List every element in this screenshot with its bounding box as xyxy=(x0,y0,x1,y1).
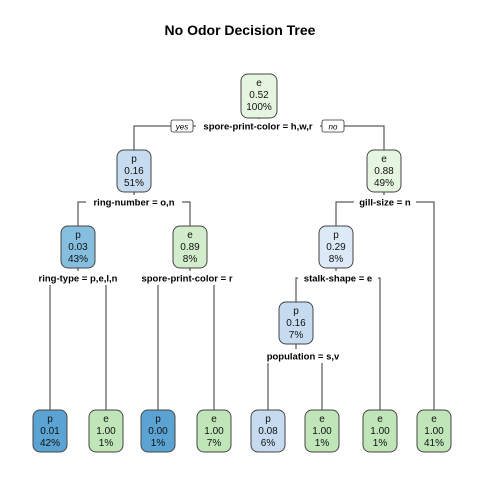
node-prob: 0.01 xyxy=(40,426,60,437)
node-pct: 8% xyxy=(329,254,344,265)
node-class: p xyxy=(265,414,271,425)
tree-node: e 0.89 8% xyxy=(172,225,208,269)
node-prob: 0.08 xyxy=(258,426,278,437)
split-s1: spore-print-color = h,w,r xyxy=(196,119,320,133)
node-prob: 0.16 xyxy=(124,166,144,177)
split-s3: gill-size = n xyxy=(354,195,416,209)
node-prob: 0.03 xyxy=(68,242,88,253)
node-prob: 0.88 xyxy=(374,166,394,177)
node-class: p xyxy=(155,414,161,425)
tree-node: e 0.52 100% xyxy=(240,73,278,119)
node-prob: 1.00 xyxy=(312,426,332,437)
node-pct: 7% xyxy=(207,438,222,449)
node-pct: 1% xyxy=(151,438,166,449)
tree-node: p 0.16 51% xyxy=(116,149,152,193)
node-class: e xyxy=(256,78,262,89)
split-label-s5: spore-print-color = r xyxy=(141,274,232,285)
node-pct: 100% xyxy=(246,102,272,113)
split-label-s7: population = s,v xyxy=(267,352,340,363)
node-prob: 0.16 xyxy=(286,318,306,329)
split-label-s2: ring-number = o,n xyxy=(93,198,174,209)
node-pct: 1% xyxy=(315,438,330,449)
node-class: e xyxy=(319,414,325,425)
tree-leaf: e 1.00 7% xyxy=(196,409,232,453)
tree-leaf: p 0.01 42% xyxy=(32,409,68,453)
node-prob: 0.52 xyxy=(249,90,269,101)
split-s4: ring-type = p,e,l,n xyxy=(32,271,124,285)
split-labels: spore-print-color = h,w,r ring-number = … xyxy=(32,119,416,363)
tree-leaf: e 1.00 1% xyxy=(362,409,398,453)
tree-nodes: e 0.52 100% p 0.16 51% e 0.88 49% p 0.03… xyxy=(32,73,452,453)
node-prob: 0.29 xyxy=(326,242,346,253)
node-class: e xyxy=(431,414,437,425)
tree-node: p 0.03 43% xyxy=(60,225,96,269)
node-class: p xyxy=(333,230,339,241)
yes-label: yes xyxy=(175,123,188,132)
split-s7: population = s,v xyxy=(255,349,351,363)
tree-leaf: p 0.00 1% xyxy=(140,409,176,453)
node-prob: 0.89 xyxy=(180,242,200,253)
node-class: e xyxy=(381,154,387,165)
node-class: p xyxy=(131,154,137,165)
split-label-s4: ring-type = p,e,l,n xyxy=(39,274,118,285)
node-pct: 41% xyxy=(424,438,444,449)
node-pct: 43% xyxy=(68,254,88,265)
tree-leaf: e 1.00 41% xyxy=(416,409,452,453)
node-class: e xyxy=(103,414,109,425)
split-label-s1: spore-print-color = h,w,r xyxy=(203,122,312,133)
no-label: no xyxy=(329,123,338,132)
node-class: p xyxy=(293,306,299,317)
edge-n4-children xyxy=(49,277,107,410)
edge-n7-children xyxy=(267,355,323,410)
node-pct: 8% xyxy=(183,254,198,265)
node-prob: 1.00 xyxy=(424,426,444,437)
tree-node: e 0.88 49% xyxy=(366,149,402,193)
split-s2: ring-number = o,n xyxy=(86,195,182,209)
node-pct: 7% xyxy=(289,330,304,341)
node-class: e xyxy=(187,230,193,241)
node-class: e xyxy=(377,414,383,425)
no-marker: no xyxy=(321,119,345,133)
tree-leaf: p 0.08 6% xyxy=(250,409,286,453)
node-prob: 1.00 xyxy=(96,426,116,437)
split-s6: stalk-shape = e xyxy=(298,271,378,285)
tree-node: p 0.29 8% xyxy=(318,225,354,269)
node-class: e xyxy=(211,414,217,425)
node-prob: 1.00 xyxy=(370,426,390,437)
edge-n5-children xyxy=(157,277,215,410)
yes-marker: yes xyxy=(170,119,194,133)
node-pct: 6% xyxy=(261,438,276,449)
node-pct: 42% xyxy=(40,438,60,449)
node-pct: 49% xyxy=(374,178,394,189)
node-class: p xyxy=(47,414,53,425)
tree-leaf: e 1.00 1% xyxy=(88,409,124,453)
node-pct: 1% xyxy=(373,438,388,449)
diagram-title: No Odor Decision Tree xyxy=(165,22,316,38)
tree-leaf: e 1.00 1% xyxy=(304,409,340,453)
split-label-s3: gill-size = n xyxy=(359,198,411,209)
tree-node: p 0.16 7% xyxy=(278,301,314,345)
split-label-s6: stalk-shape = e xyxy=(304,274,372,285)
node-prob: 1.00 xyxy=(204,426,224,437)
split-s5: spore-print-color = r xyxy=(136,271,238,285)
node-class: p xyxy=(75,230,81,241)
node-pct: 51% xyxy=(124,178,144,189)
node-prob: 0.00 xyxy=(148,426,168,437)
node-pct: 1% xyxy=(99,438,114,449)
